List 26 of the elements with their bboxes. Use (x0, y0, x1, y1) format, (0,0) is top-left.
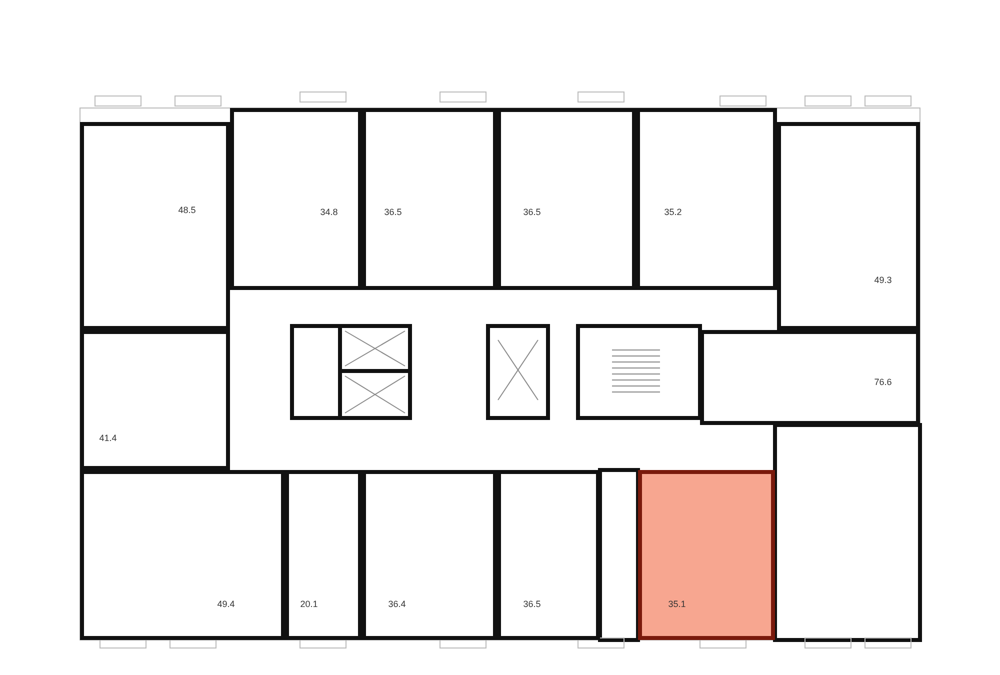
apartment-unit (285, 470, 362, 640)
apartment-unit (497, 108, 636, 290)
area-label: 49.4 (217, 599, 235, 609)
area-label: 36.5 (523, 599, 541, 609)
apartment-unit (777, 122, 920, 330)
area-label: 36.4 (388, 599, 406, 609)
apartment-unit (636, 108, 777, 290)
apartment-unit (362, 470, 497, 640)
area-label: 76.6 (874, 377, 892, 387)
area-label: 34.8 (320, 207, 338, 217)
apartment-unit (80, 122, 230, 330)
area-label: 36.5 (523, 207, 541, 217)
area-label: 36.5 (384, 207, 402, 217)
apartment-unit (80, 330, 230, 470)
area-label: 20.1 (300, 599, 318, 609)
area-label: 48.5 (178, 205, 196, 215)
area-label: 41.4 (99, 433, 117, 443)
apartment-unit (80, 470, 285, 640)
highlighted-apartment (638, 470, 775, 640)
apartment-unit (230, 108, 362, 290)
area-label: 35.2 (664, 207, 682, 217)
area-label: 49.3 (874, 275, 892, 285)
apartment-unit (700, 330, 920, 425)
apartment-unit (362, 108, 497, 290)
area-label: 35.1 (668, 599, 686, 609)
apartment-unit (497, 470, 600, 640)
